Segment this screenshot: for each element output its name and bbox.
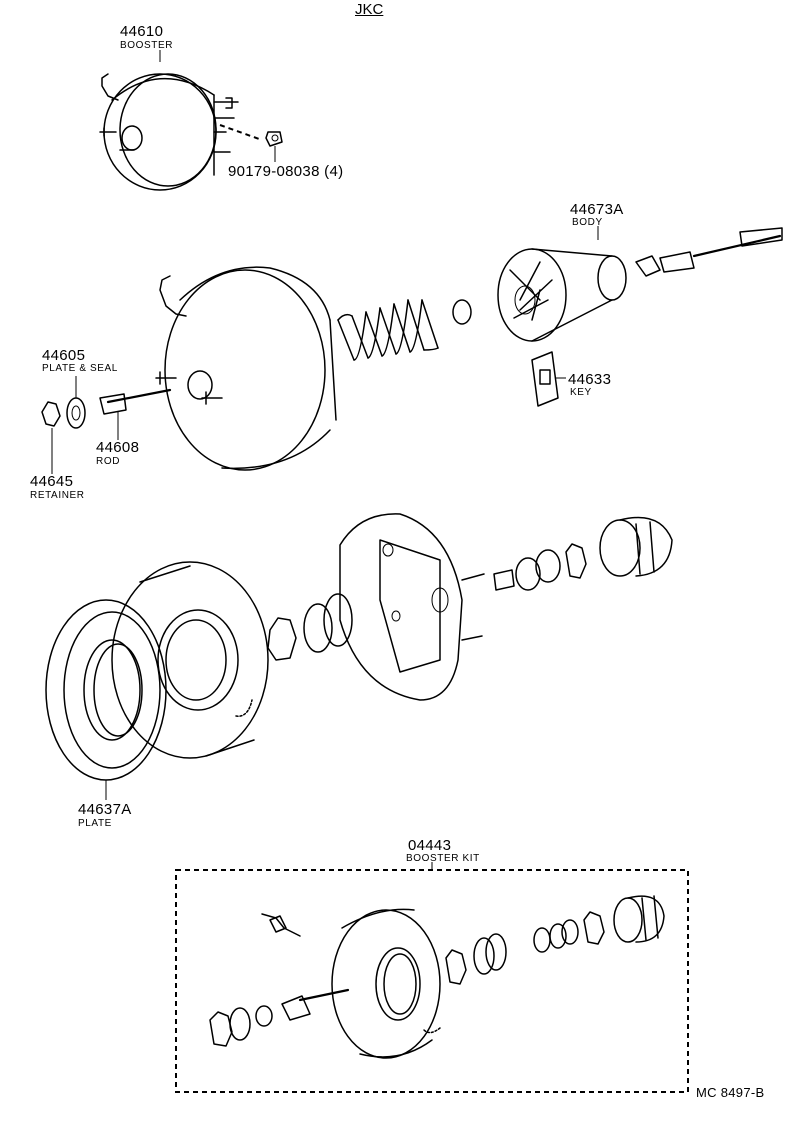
part-name-booster-kit: BOOSTER KIT (406, 853, 480, 864)
part-number-body: 44673A (570, 201, 624, 218)
part-name-plate: PLATE (78, 818, 112, 829)
part-name-plate-seal: PLATE & SEAL (42, 363, 118, 374)
part-name-key: KEY (570, 387, 592, 398)
drawing-reference: MC 8497-B (696, 1085, 765, 1100)
plate-assembly (45, 561, 269, 800)
part-number-plate: 44637A (78, 801, 132, 818)
key-part (531, 351, 566, 407)
part-number-nut: 90179-08038 (4) (228, 163, 344, 180)
part-name-rod: ROD (96, 456, 121, 467)
part-name-body: BODY (572, 217, 603, 228)
diaphragm-spring (337, 299, 472, 361)
part-number-retainer: 44645 (30, 473, 74, 490)
booster-shell-front (41, 266, 337, 471)
booster-assembly-small (99, 50, 283, 191)
part-number-plate-seal: 44605 (42, 347, 86, 364)
part-name-booster: BOOSTER (120, 40, 174, 51)
booster-shell-rear (267, 513, 673, 701)
booster-kit-box (175, 862, 689, 1093)
part-number-booster-kit: 04443 (408, 837, 452, 854)
valve-body (497, 226, 783, 342)
part-name-retainer: RETAINER (30, 490, 85, 501)
part-number-key: 44633 (568, 371, 612, 388)
diagram-code: JKC (355, 1, 384, 18)
part-number-booster: 44610 (120, 23, 164, 40)
part-number-rod: 44608 (96, 439, 140, 456)
